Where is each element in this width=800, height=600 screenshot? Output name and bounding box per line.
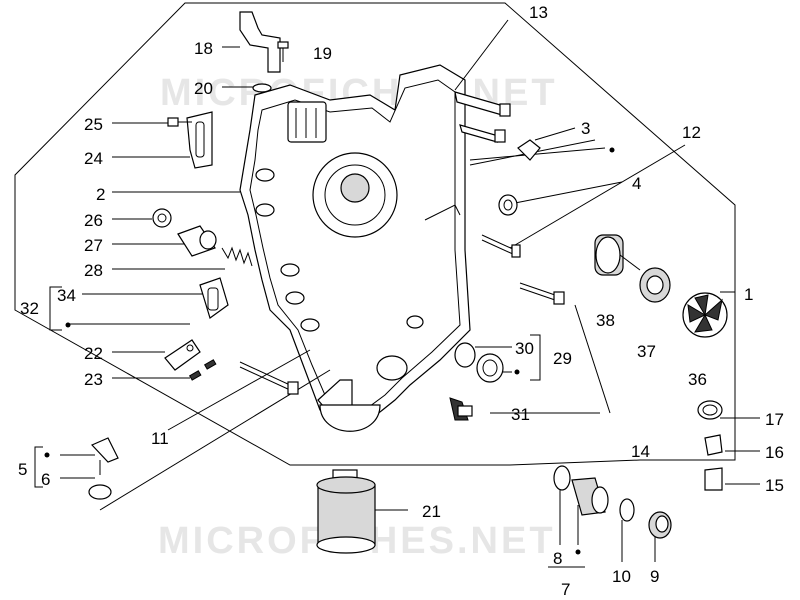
- dot-marker: [575, 549, 581, 555]
- part-26-seal: [152, 208, 172, 228]
- part-30-o-ring: [454, 342, 476, 368]
- label-part-25: 25: [84, 115, 103, 134]
- label-part-10: 10: [612, 567, 631, 586]
- part-15-clip: [704, 467, 723, 491]
- part-31-sensor: [449, 397, 473, 421]
- dot-marker: [609, 147, 615, 153]
- part-21-oil-filter: [316, 469, 376, 554]
- label-part-9: 9: [650, 567, 659, 586]
- label-part-37: 37: [637, 342, 656, 361]
- label-part-22: 22: [84, 344, 103, 363]
- part-27-pin: [177, 225, 217, 257]
- label-part-6: 6: [41, 470, 50, 489]
- label-part-29: 29: [553, 349, 572, 368]
- label-part-27: 27: [84, 236, 103, 255]
- part-10-o-ring: [619, 498, 635, 522]
- dot-marker: [514, 369, 520, 375]
- part-28-spring: [221, 246, 253, 267]
- part-22-plate: [164, 339, 201, 371]
- label-part-16: 16: [765, 443, 784, 462]
- label-part-14: 14: [631, 442, 650, 461]
- part-5-dipstick: [90, 437, 119, 475]
- assembly-outline: [14, 2, 736, 466]
- part-19-screw: [277, 41, 289, 62]
- part-7-strainer: [571, 477, 609, 516]
- part-29-plug: [476, 353, 504, 383]
- label-part-8: 8: [553, 549, 562, 568]
- label-part-21: 21: [422, 502, 441, 521]
- label-part-23: 23: [84, 370, 103, 389]
- label-part-26: 26: [84, 211, 103, 230]
- label-part-17: 17: [765, 410, 784, 429]
- part-8-o-ring: [553, 465, 571, 491]
- label-part-38: 38: [596, 311, 615, 330]
- part-12-bolt: [481, 234, 521, 258]
- part-37-seal: [639, 267, 671, 303]
- part-20-o-ring: [252, 83, 272, 93]
- crankcase-cover: [239, 64, 471, 432]
- label-part-18: 18: [194, 39, 213, 58]
- label-part-31: 31: [511, 405, 530, 424]
- part-25-screw: [167, 117, 192, 127]
- label-part-2: 2: [96, 185, 105, 204]
- part-6-o-ring: [88, 484, 112, 500]
- label-part-7: 7: [561, 580, 570, 599]
- label-part-12: 12: [682, 123, 701, 142]
- part-3-cap: [517, 139, 541, 161]
- label-part-5: 5: [18, 460, 27, 479]
- label-part-3: 3: [581, 119, 590, 138]
- dot-marker: [65, 322, 71, 328]
- label-part-11: 11: [151, 429, 169, 448]
- label-part-28: 28: [84, 261, 103, 280]
- part-14-bolt: [519, 282, 565, 305]
- part-16-clip: [704, 434, 723, 456]
- label-part-36: 36: [688, 370, 707, 389]
- part-9-drain-plug: [648, 511, 672, 539]
- part-38-bearing: [594, 234, 641, 276]
- part-18-breather-pipe: [239, 11, 281, 73]
- part-11-bolt: [239, 361, 299, 395]
- part-24-bracket: [186, 111, 213, 169]
- label-part-32: 32: [20, 299, 39, 318]
- part-23-screws: [188, 359, 217, 381]
- dot-marker: [44, 452, 50, 458]
- part-13-bolts: [454, 91, 511, 143]
- label-part-34: 34: [57, 286, 76, 305]
- label-part-15: 15: [765, 476, 784, 495]
- label-part-4: 4: [632, 174, 641, 193]
- label-part-24: 24: [84, 149, 103, 168]
- part-4-seal: [498, 194, 518, 216]
- part-17-clamp: [697, 400, 723, 420]
- label-part-1: 1: [744, 285, 753, 304]
- part-36-impeller: [682, 292, 728, 338]
- label-part-19: 19: [313, 44, 332, 63]
- part-34-clip: [199, 277, 229, 319]
- label-part-13: 13: [529, 3, 548, 22]
- leader-lines: [34, 19, 760, 568]
- part-labels: 1 2 3 4 5 6 7 8 9 10 11 12 13 14 15 16 1…: [18, 3, 784, 599]
- label-part-20: 20: [194, 79, 213, 98]
- label-part-30: 30: [515, 339, 534, 358]
